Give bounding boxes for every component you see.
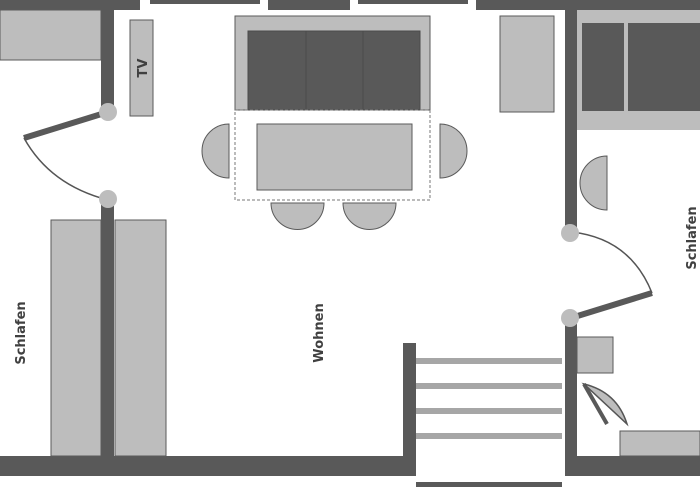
chair-left: [201, 123, 230, 179]
living-room: [129, 15, 555, 230]
right-divider-upper: [565, 0, 577, 232]
stair-step: [416, 358, 562, 364]
dining-area-outline: [234, 109, 431, 201]
left-bedroom: [0, 9, 167, 457]
side-cabinet: [499, 15, 555, 113]
left-divider-lower: [101, 200, 114, 462]
right-door-leaf: [570, 290, 653, 321]
left-door-hinge-bottom: [99, 190, 117, 208]
walls: [0, 0, 700, 487]
left-divider-upper: [101, 0, 114, 112]
right-room-edge: [577, 122, 700, 130]
right-nightstand: [576, 336, 614, 374]
right-shelf: [619, 430, 700, 457]
bed-left: [50, 219, 102, 457]
right-chair: [579, 155, 608, 211]
top-wall-mid-2: [268, 0, 350, 10]
chair-bottom-left: [270, 202, 325, 230]
small-door-swing: [581, 382, 629, 427]
tv-cabinet: [129, 19, 154, 117]
top-wall-mid-3: [358, 0, 468, 4]
right-door-hinge-bottom: [561, 309, 579, 327]
sofa-cushion: [247, 30, 307, 111]
left-door-swing: [23, 137, 109, 201]
top-wall-mid-1: [150, 0, 260, 4]
left-wardrobe: [0, 9, 102, 61]
room-label-right: Schlafen: [685, 206, 700, 269]
right-bedroom: [576, 10, 700, 457]
stair-step: [416, 383, 562, 389]
right-bed-mattress: [582, 23, 624, 111]
right-door-hinge-top: [561, 224, 579, 242]
small-door-leaf: [582, 383, 609, 425]
stair-bottom-line: [416, 482, 562, 487]
doors: [23, 103, 653, 427]
dining-table: [256, 123, 413, 191]
right-bed-mattress: [628, 23, 700, 111]
sofa-cushion: [362, 30, 421, 111]
chair-bottom-right: [342, 202, 397, 230]
right-divider-lower: [565, 318, 577, 476]
bed-right: [114, 219, 167, 457]
stair-step: [416, 433, 562, 439]
stair-left-wall: [403, 343, 416, 476]
stairs: [416, 358, 562, 439]
tv-label: TV: [136, 59, 151, 78]
room-label-center: Wohnen: [312, 303, 327, 362]
bottom-wall-right: [565, 456, 700, 476]
left-door-hinge-top: [99, 103, 117, 121]
top-wall-right: [476, 0, 700, 10]
bottom-wall-left: [0, 456, 416, 476]
sofa-cushion: [305, 30, 364, 111]
top-wall-left: [0, 0, 140, 10]
left-door-leaf: [23, 109, 109, 141]
stair-step: [416, 408, 562, 414]
chair-right: [439, 123, 468, 179]
room-label-left: Schlafen: [14, 301, 29, 364]
right-door-swing: [570, 231, 653, 294]
